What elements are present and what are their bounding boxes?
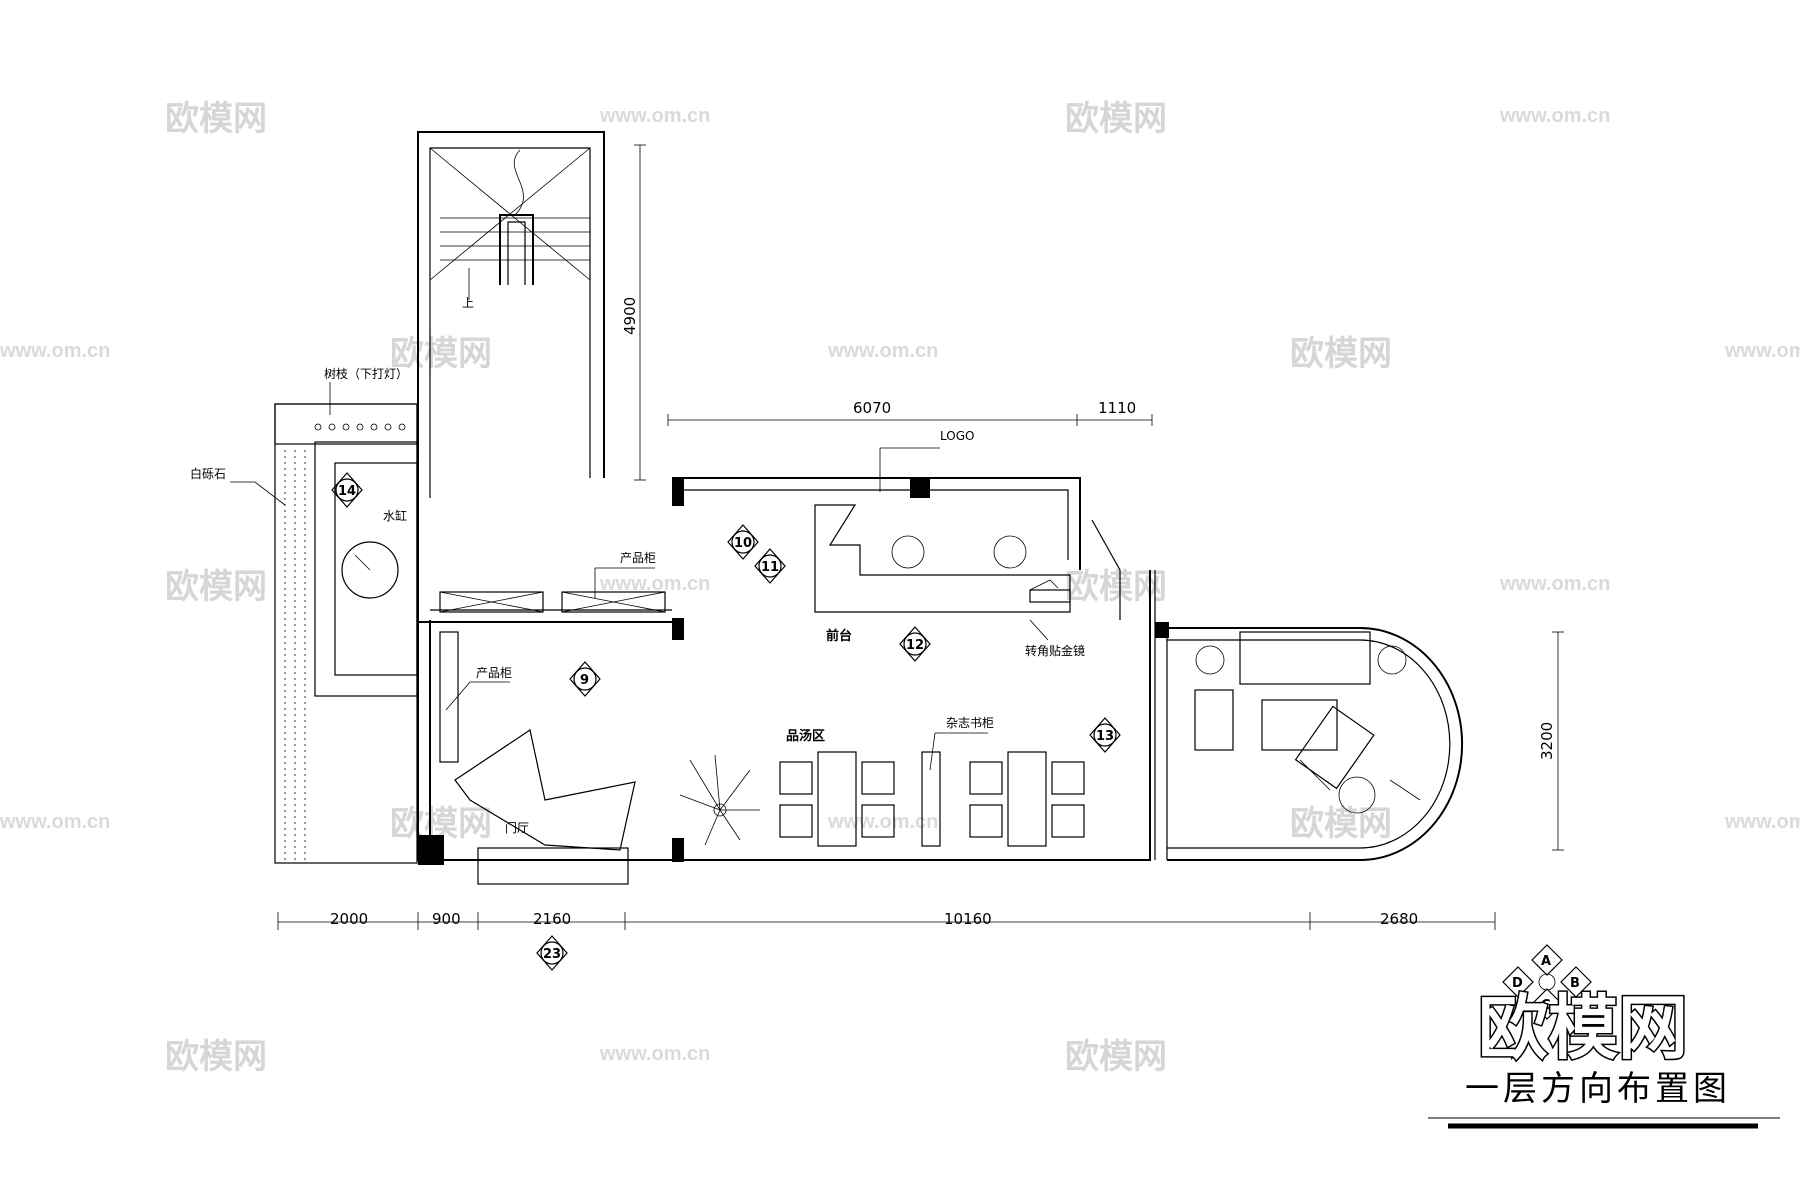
dim-right-height: 3200 <box>1538 722 1556 760</box>
svg-text:11: 11 <box>761 560 779 575</box>
marker-10: 10 <box>727 524 759 560</box>
svg-text:10: 10 <box>734 536 752 551</box>
watermark-url: www.om.cn <box>0 340 110 362</box>
magazine-cabinet-label: 杂志书柜 <box>946 716 994 730</box>
foyer-label: 门厅 <box>505 820 529 835</box>
building-walls <box>417 477 1169 865</box>
vip-room <box>1167 627 1464 861</box>
watermark-url: www.om.cn <box>827 811 938 833</box>
svg-text:12: 12 <box>906 638 924 653</box>
watermark-url: www.om.cn <box>1724 340 1800 362</box>
marker-13: 13 <box>1089 717 1121 753</box>
dim-bottom-5: 2680 <box>1380 910 1418 928</box>
watermark-brand: 欧模网 <box>1290 804 1392 844</box>
compass-d: D <box>1512 976 1523 991</box>
watermark-url: www.om.cn <box>599 1043 710 1065</box>
white-gravel-label: 白砾石 <box>190 466 226 481</box>
watermark-brand: 欧模网 <box>390 334 492 374</box>
watermark-url: www.om.cn <box>1499 105 1610 127</box>
watermark-brand: 欧模网 <box>165 567 267 607</box>
marker-23: 23 <box>536 935 568 971</box>
corner-mirror-label: 转角贴金镜 <box>1025 643 1085 658</box>
compass-b: B <box>1570 976 1580 991</box>
svg-text:23: 23 <box>543 947 561 962</box>
garden-area: 水缸 树枝（下打灯） 白砾石 <box>190 366 418 864</box>
reception-label: 前台 <box>826 628 852 644</box>
dim-bottom-4: 10160 <box>944 910 992 928</box>
compass-a: A <box>1541 954 1551 969</box>
marker-12: 12 <box>899 626 931 662</box>
dim-bottom-3: 2160 <box>533 910 571 928</box>
branch-light-label: 树枝（下打灯） <box>324 366 408 381</box>
dim-top-a: 6070 <box>853 399 891 417</box>
watermark-brand: 欧模网 <box>1065 1037 1167 1077</box>
dim-top-b: 1110 <box>1098 399 1136 417</box>
plant-icon <box>679 754 760 846</box>
watermark-layer: 欧模网 www.om.cn 欧模网 www.om.cn www.om.cn 欧模… <box>0 99 1800 1077</box>
tasting-area-label: 品汤区 <box>786 729 825 744</box>
svg-text:9: 9 <box>580 673 589 688</box>
svg-text:13: 13 <box>1096 729 1114 744</box>
watermark-brand: 欧模网 <box>165 1037 267 1077</box>
drawing-title: 一层方向布置图 <box>1465 1069 1731 1109</box>
svg-text:14: 14 <box>338 484 356 499</box>
dimension-lines: 4900 6070 1110 3200 2000 900 2160 10160 … <box>277 144 1564 930</box>
water-tank-label: 水缸 <box>383 508 407 523</box>
water-tank-icon <box>341 541 399 599</box>
branch-lights-icon <box>314 423 406 431</box>
dim-bottom-2: 900 <box>432 910 461 928</box>
stairwell: 上 <box>417 131 605 498</box>
compass-c: C <box>1541 998 1551 1013</box>
watermark-url: www.om.cn <box>1499 573 1610 595</box>
marker-11: 11 <box>754 548 786 584</box>
marker-9: 9 <box>569 661 601 697</box>
brand-logo: 欧模网 <box>1478 987 1688 1069</box>
watermark-url: www.om.cn <box>827 340 938 362</box>
product-cabinet-top-label: 产品柜 <box>620 551 656 565</box>
watermark-brand: 欧模网 <box>1065 567 1167 607</box>
dim-bottom-1: 2000 <box>330 910 368 928</box>
reception-counter: LOGO 前台 转角贴金镜 <box>814 429 1121 658</box>
foyer: 门厅 <box>454 729 636 885</box>
stair-up-label: 上 <box>462 296 474 310</box>
logo-label: LOGO <box>940 429 974 443</box>
view-markers: 14 10 11 12 9 13 23 <box>331 472 1121 971</box>
watermark-url: www.om.cn <box>1724 811 1800 833</box>
marker-14: 14 <box>331 472 363 508</box>
watermark-url: www.om.cn <box>599 573 710 595</box>
watermark-brand: 欧模网 <box>165 99 267 139</box>
watermark-url: www.om.cn <box>599 105 710 127</box>
tasting-area: 品汤区 杂志书柜 <box>679 716 1085 847</box>
watermark-brand: 欧模网 <box>1290 334 1392 374</box>
watermark-brand: 欧模网 <box>1065 99 1167 139</box>
compass-icon: A B D C <box>1502 944 1592 1020</box>
watermark-url: www.om.cn <box>0 811 110 833</box>
dim-stair-height: 4900 <box>621 297 639 335</box>
product-cabinets: 产品柜 产品柜 <box>439 551 666 763</box>
product-cabinet-left-label: 产品柜 <box>476 666 512 680</box>
